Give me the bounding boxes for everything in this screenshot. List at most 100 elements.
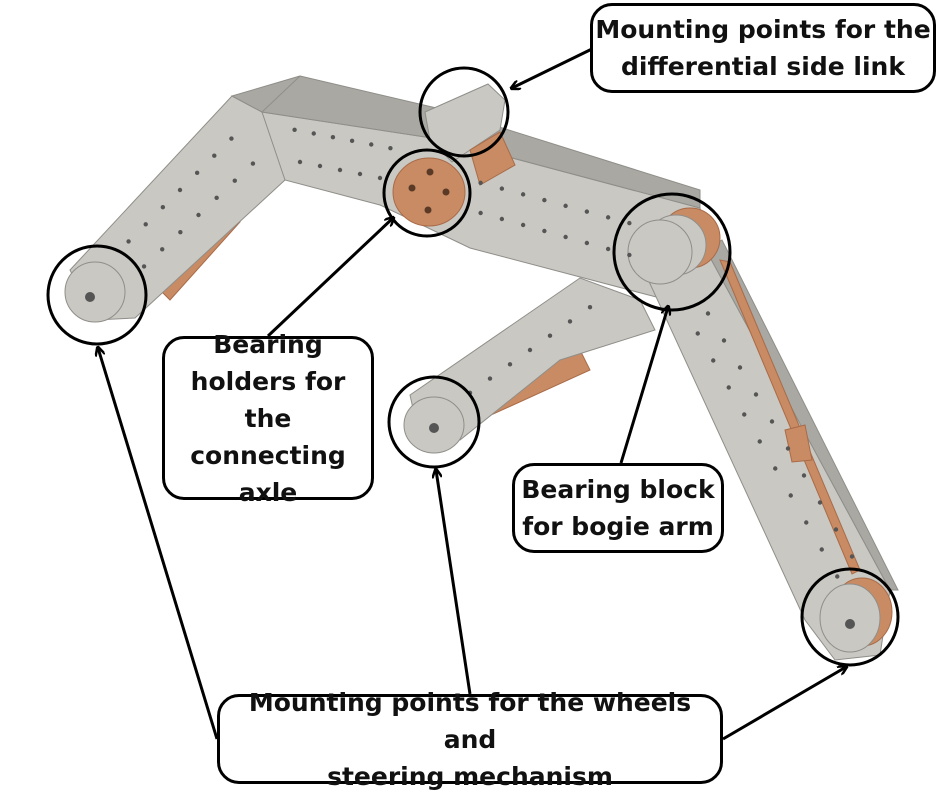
bolt-hole xyxy=(177,187,183,193)
callout-line: axle xyxy=(238,477,298,507)
bolt-hole xyxy=(507,362,513,367)
bolt-hole xyxy=(229,136,234,141)
bolt-hole xyxy=(742,412,747,417)
bolt-hole xyxy=(804,520,809,525)
arrow-bearing-holder xyxy=(266,218,393,338)
bolt-hole xyxy=(214,195,219,201)
right-wheel-mount xyxy=(819,583,881,653)
bolt-hole xyxy=(547,333,553,338)
bolt-hole xyxy=(833,527,839,532)
bolt-hole xyxy=(819,547,824,552)
bolt-hole xyxy=(835,574,840,579)
bearing-holder-hole xyxy=(442,188,450,196)
right-wheel-mount-hole xyxy=(845,619,855,629)
bolt-hole xyxy=(753,392,759,397)
bogie-bronze-block xyxy=(784,424,813,463)
bolt-hole xyxy=(563,203,568,209)
middle-wheel-mount-hole xyxy=(429,423,439,433)
highlight-bearing-block xyxy=(612,192,732,312)
bolt-hole xyxy=(499,186,505,191)
bolt-hole xyxy=(587,304,593,310)
left-wheel-mount-hole xyxy=(85,292,95,302)
arrow-middle-wheel-mount xyxy=(436,470,472,695)
bolt-hole xyxy=(126,239,131,244)
bolt-hole xyxy=(369,142,374,147)
arrow-left-wheel-mount xyxy=(98,348,219,740)
bolt-hole xyxy=(317,163,323,169)
bolt-hole xyxy=(330,134,336,140)
bolt-hole xyxy=(757,439,762,444)
bolt-hole xyxy=(605,215,611,220)
highlight-bearing-holder xyxy=(382,148,472,238)
bolt-hole xyxy=(232,178,237,183)
bolt-hole xyxy=(801,473,807,478)
bolt-hole xyxy=(297,159,303,165)
highlight-diff-mount xyxy=(418,66,510,158)
bolt-hole xyxy=(357,171,363,177)
bolt-hole xyxy=(726,385,731,390)
bolt-hole xyxy=(542,197,547,203)
highlight-left-wheel-mount xyxy=(46,244,148,346)
bolt-hole xyxy=(377,175,383,181)
bolt-hole xyxy=(311,131,316,136)
callout-line: Bearing block xyxy=(521,475,715,504)
bearing-holder-hole xyxy=(424,206,432,214)
bolt-hole xyxy=(627,252,632,258)
bolt-hole xyxy=(737,365,743,370)
bolt-hole xyxy=(705,311,711,316)
callout-line: steering mechanism xyxy=(327,761,613,791)
callout-line: for bogie arm xyxy=(522,512,714,541)
callout-line: holders for the xyxy=(190,366,346,433)
bolt-hole xyxy=(605,246,611,252)
bolt-hole xyxy=(143,222,148,227)
bolt-hole xyxy=(388,145,393,151)
bolt-hole xyxy=(141,264,147,269)
bolt-hole xyxy=(478,210,483,216)
bolt-hole xyxy=(178,229,183,235)
bolt-holes xyxy=(126,127,855,579)
bolt-hole xyxy=(520,192,526,197)
callout-bearing-holders: Bearing holders for the connecting axle xyxy=(162,330,374,507)
arrow-right-wheel-mount xyxy=(722,667,846,741)
bolt-hole xyxy=(584,209,590,214)
callout-line: differential side link xyxy=(621,52,905,81)
bolt-hole xyxy=(721,338,727,343)
bolt-hole xyxy=(292,127,297,133)
bolt-hole xyxy=(773,466,778,471)
arrow-diff-mount xyxy=(512,45,597,88)
left-wheel-mount xyxy=(64,261,126,323)
bolt-hole xyxy=(349,138,355,144)
bolt-hole xyxy=(817,500,823,505)
bolt-hole xyxy=(487,376,493,381)
bolt-hole xyxy=(849,554,855,559)
bolt-hole xyxy=(769,419,775,424)
frame-model xyxy=(64,75,899,661)
bolt-hole xyxy=(250,161,256,166)
bolt-hole xyxy=(788,493,793,498)
bolt-hole xyxy=(567,319,573,324)
arrows xyxy=(98,45,846,741)
callout-line: Mounting points for the xyxy=(595,15,931,44)
callout-wheel-mounts: Mounting points for the wheels and steer… xyxy=(217,688,723,791)
bearing-holder-disk xyxy=(392,157,466,227)
bolt-hole xyxy=(695,331,700,336)
diff-mount-bronze xyxy=(469,131,516,186)
bolt-hole xyxy=(563,234,568,240)
bolt-hole xyxy=(542,228,547,234)
bolt-hole xyxy=(337,167,343,173)
bolt-hole xyxy=(584,240,590,246)
bolt-hole xyxy=(196,212,201,218)
bolt-hole xyxy=(194,170,200,176)
callout-line: Bearing xyxy=(213,329,323,359)
bearing-holder-hole xyxy=(408,184,416,192)
bearing-holder-hole xyxy=(426,168,434,176)
bolt-hole xyxy=(785,446,791,451)
bolt-hole xyxy=(212,153,217,158)
arrow-bearing-block xyxy=(619,307,668,464)
highlight-middle-wheel-mount xyxy=(387,375,481,469)
bolt-hole xyxy=(520,222,526,228)
callout-line: connecting xyxy=(190,440,346,470)
bolt-hole xyxy=(499,216,505,222)
callout-bearing-block: Bearing block for bogie arm xyxy=(512,463,724,553)
